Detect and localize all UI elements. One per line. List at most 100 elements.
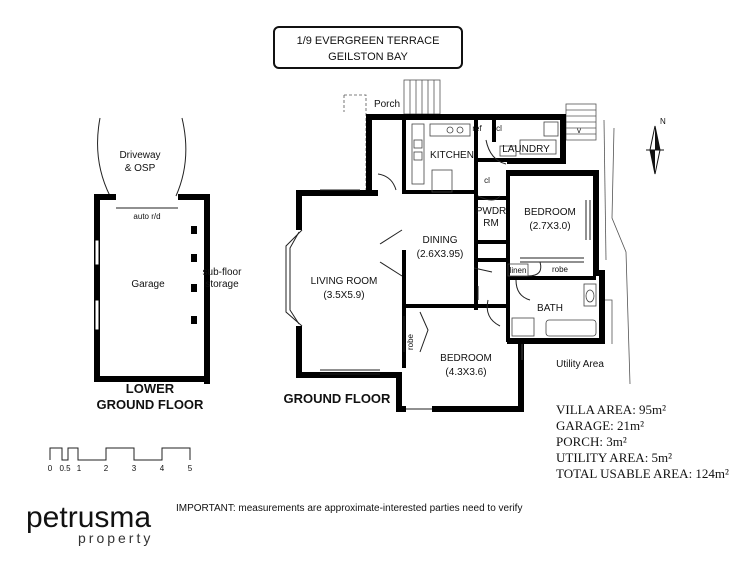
v-label: v — [577, 126, 581, 135]
wall-living-left-top — [296, 190, 302, 230]
driveway-curve-left — [97, 117, 111, 197]
area-total: TOTAL USABLE AREA: 124m² — [556, 466, 729, 481]
bath-fixtures — [511, 283, 597, 337]
north-label: N — [660, 117, 666, 126]
bay-window — [285, 229, 303, 327]
bath-door — [515, 279, 531, 301]
measurement-notice: IMPORTANT: measurements are approximate-… — [176, 503, 522, 514]
wall-bedroom1-left-bottom — [396, 372, 402, 412]
porch-label: Porch — [374, 99, 400, 110]
bedroom1-size: (4.3X3.6) — [445, 367, 486, 378]
wall-top-kitchen — [366, 114, 566, 120]
pwdr-door — [477, 195, 501, 201]
garage-wall-right — [204, 194, 210, 384]
hall-door — [473, 267, 493, 300]
scale-bar: 0 0.5 1 2 3 4 5 — [48, 447, 193, 473]
wall-bath-right — [599, 270, 605, 344]
living-double-door — [379, 229, 403, 277]
wall-dining-bottom — [402, 304, 474, 308]
wall-top-living — [296, 190, 372, 196]
garage-wall-top-right — [178, 194, 210, 200]
bedroom2-size: (2.7X3.0) — [529, 221, 570, 232]
driveway-label: Driveway — [119, 150, 160, 161]
linen-label: linen — [510, 266, 527, 275]
scale-05: 0.5 — [59, 464, 71, 473]
wall-living-left-bottom — [296, 326, 302, 378]
wall-laundry-right — [560, 114, 566, 164]
site-boundary — [611, 127, 631, 385]
scale-4: 4 — [160, 464, 165, 473]
lower-floor-title-2: GROUND FLOOR — [97, 397, 204, 412]
living-label: LIVING ROOM — [311, 276, 378, 287]
area-utility: UTILITY AREA: 5m² — [556, 450, 672, 465]
wall-kitchen-porch — [402, 120, 406, 192]
garage-wall-bottom — [94, 376, 210, 382]
kitchen-label: KITCHEN — [430, 150, 474, 161]
utility-label: Utility Area — [556, 359, 604, 370]
wall-living-dining — [402, 250, 406, 368]
laundry-door — [485, 139, 507, 165]
robe-left-label: robe — [406, 333, 415, 350]
laundry-label: LAUNDRY — [502, 144, 550, 155]
address-line-2: GEILSTON BAY — [328, 51, 408, 63]
cl-top-label: cl — [496, 124, 502, 133]
wall-bath-top — [506, 276, 596, 280]
living-size: (3.5X5.9) — [323, 290, 364, 301]
wall-dining-right — [474, 120, 478, 310]
cl-mid-label: cl — [484, 176, 490, 185]
driveway-osp-label: & OSP — [125, 163, 156, 174]
wall-living-bottom — [296, 372, 396, 378]
bedroom2-door — [527, 261, 542, 277]
subfloor-label: sub-floor — [203, 267, 243, 278]
scale-5: 5 — [188, 464, 193, 473]
north-arrow-icon: N — [646, 117, 666, 175]
scale-1: 1 — [77, 464, 82, 473]
address-line-1: 1/9 EVERGREEN TERRACE — [297, 35, 440, 47]
kitchen-fixtures — [411, 121, 559, 193]
ground-floor: Porch v — [284, 79, 631, 412]
address-box: 1/9 EVERGREEN TERRACE GEILSTON BAY — [273, 26, 463, 69]
wall-bedroom2-right — [593, 170, 599, 276]
porch-steps — [403, 79, 441, 115]
bedroom1-label: BEDROOM — [440, 353, 492, 364]
scale-3: 3 — [132, 464, 137, 473]
robe-right-label: robe — [552, 265, 569, 274]
garage-wall-top-left — [94, 194, 116, 200]
area-garage: GARAGE: 21m² — [556, 418, 644, 433]
wall-bedroom1-right — [518, 338, 524, 412]
utility-outline — [521, 299, 613, 360]
porch-outline — [343, 94, 367, 190]
pwdr-label: PWDR — [476, 206, 507, 217]
rear-steps — [565, 103, 597, 141]
bath-label: BATH — [537, 303, 563, 314]
wall-kitchen-left — [366, 114, 372, 194]
scale-2: 2 — [104, 464, 109, 473]
dining-size: (2.6X3.95) — [417, 249, 464, 260]
driveway-curve-right — [175, 117, 187, 197]
lower-ground-floor: Driveway & OSP auto r/d Garage sub-floor… — [94, 117, 243, 412]
wall-laundry-bottom — [507, 158, 566, 164]
brand-logo: petrusma property — [26, 501, 153, 546]
area-summary: VILLA AREA: 95m² GARAGE: 21m² PORCH: 3m²… — [556, 402, 729, 481]
bedroom1-door — [486, 299, 501, 327]
porch-door — [377, 173, 397, 191]
ground-floor-title: GROUND FLOOR — [284, 391, 391, 406]
wall-bath-left — [506, 170, 510, 342]
lower-floor-title-1: LOWER — [126, 381, 175, 396]
storage-label: storage — [205, 279, 239, 290]
wall-bedroom1-bottom — [432, 406, 524, 412]
area-porch: PORCH: 3m² — [556, 434, 627, 449]
scale-0: 0 — [48, 464, 53, 473]
pwdr-rm-label: RM — [483, 218, 499, 229]
brand-sub: property — [78, 530, 153, 546]
robe-left-doors — [419, 311, 429, 353]
garage-wall-left — [94, 194, 100, 380]
wall-bath-bottom — [507, 338, 605, 344]
bedroom2-label: BEDROOM — [524, 207, 576, 218]
dining-label: DINING — [423, 235, 458, 246]
area-villa: VILLA AREA: 95m² — [556, 402, 666, 417]
auto-rd-label: auto r/d — [133, 212, 160, 221]
ref-label: ref — [472, 124, 482, 133]
wall-bedroom2-top — [507, 170, 599, 176]
